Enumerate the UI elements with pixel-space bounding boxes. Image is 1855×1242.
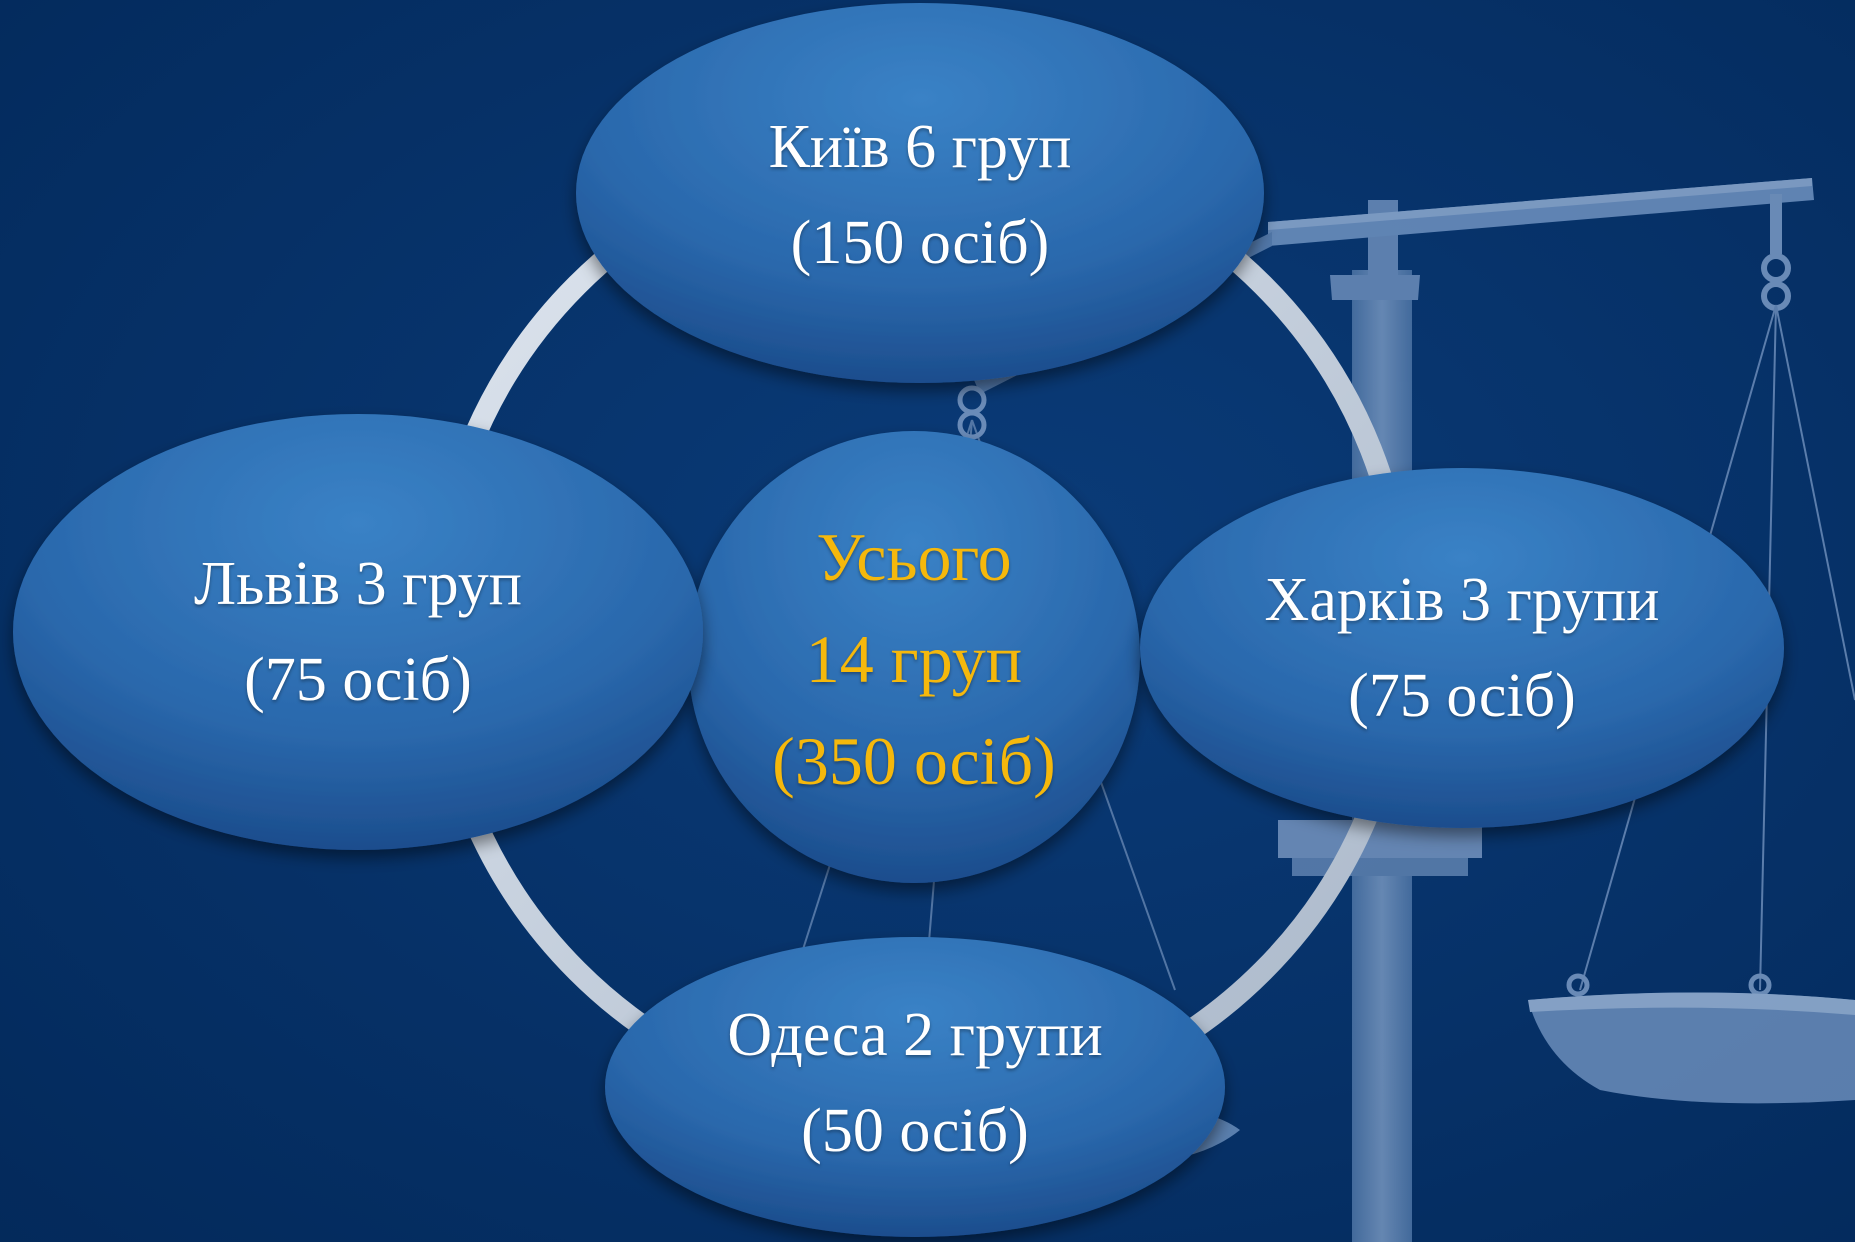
kyiv-node-shape xyxy=(576,3,1264,383)
lviv-node-count: (75 осіб) xyxy=(244,646,472,714)
odesa-node: Одеса 2 групи (50 осіб) xyxy=(615,988,1215,1178)
lviv-node-title: Львів 3 груп xyxy=(194,550,522,618)
center-node-label: Усього xyxy=(816,519,1012,595)
odesa-node-title: Одеса 2 групи xyxy=(727,1001,1103,1069)
kharkiv-node-count: (75 осіб) xyxy=(1348,662,1576,730)
kharkiv-node-shape xyxy=(1140,468,1784,828)
center-node: Усього 14 груп (350 осіб) xyxy=(714,506,1114,812)
kyiv-node-count: (150 осіб) xyxy=(790,209,1050,277)
kyiv-node-title: Київ 6 груп xyxy=(768,113,1072,181)
lviv-node-shape xyxy=(13,414,703,850)
center-node-total-groups: 14 груп xyxy=(805,621,1023,697)
odesa-node-shape xyxy=(605,937,1225,1237)
lviv-node: Львів 3 груп (75 осіб) xyxy=(60,537,656,727)
kyiv-node: Київ 6 груп (150 осіб) xyxy=(620,100,1220,290)
kharkiv-node-title: Харків 3 групи xyxy=(1264,566,1660,634)
odesa-node-count: (50 осіб) xyxy=(801,1097,1029,1165)
kharkiv-node: Харків 3 групи (75 осіб) xyxy=(1162,553,1762,743)
center-node-total-people: (350 осіб) xyxy=(772,723,1056,799)
center-node-shape xyxy=(688,431,1140,883)
